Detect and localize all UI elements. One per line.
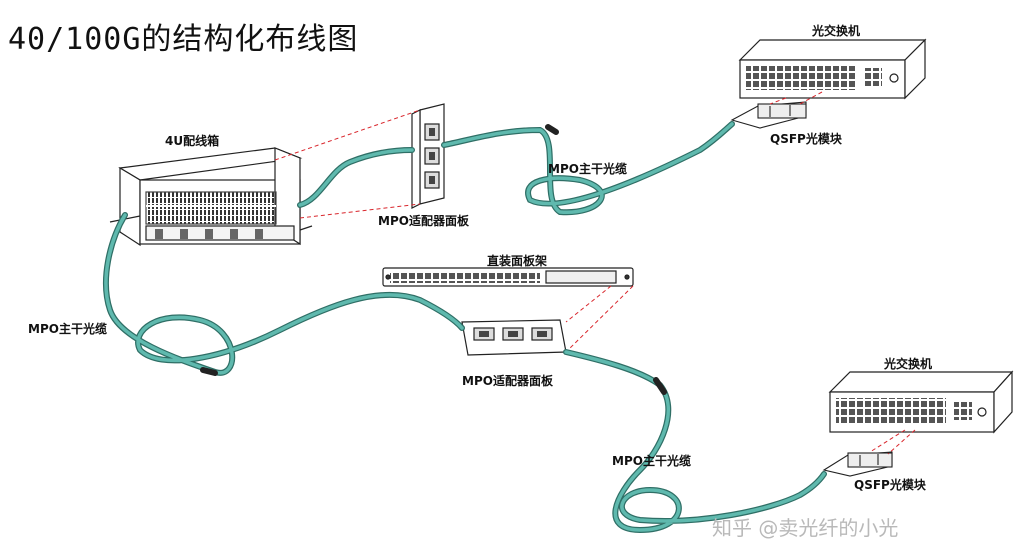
optical-switch-bottom-icon <box>828 370 1014 434</box>
qsfp-module-top-icon <box>730 101 807 129</box>
watermark: 知乎 @卖光纤的小光 <box>712 516 899 540</box>
optical-switch-top-icon <box>738 38 927 100</box>
label-trunk-left: MPO主干光缆 <box>28 322 107 336</box>
label-qsfp-top: QSFP光模块 <box>770 132 842 146</box>
label-trunk-top: MPO主干光缆 <box>548 162 627 176</box>
label-4u-chassis: 4U配线箱 <box>165 134 220 148</box>
label-direct-rack: 直装面板架 <box>487 254 548 268</box>
label-mpo-panel-mid: MPO适配器面板 <box>462 374 553 388</box>
qsfp-module-bottom-icon <box>822 451 893 477</box>
dashed-guides <box>274 91 916 455</box>
mpo-trunk-cables <box>102 121 827 534</box>
label-switch-top: 光交换机 <box>812 24 861 38</box>
mpo-adapter-panel-top-icon <box>411 103 445 209</box>
rack-panel-icon <box>382 267 634 287</box>
patch-chassis-icon <box>109 147 313 247</box>
label-trunk-bottom: MPO主干光缆 <box>612 454 691 468</box>
diagram-title: 40/100G的结构化布线图 <box>8 22 359 57</box>
label-mpo-panel-top: MPO适配器面板 <box>378 214 469 228</box>
label-switch-bottom: 光交换机 <box>884 357 933 371</box>
mpo-adapter-panel-mid-icon <box>461 319 567 356</box>
label-qsfp-bottom: QSFP光模块 <box>854 478 926 492</box>
